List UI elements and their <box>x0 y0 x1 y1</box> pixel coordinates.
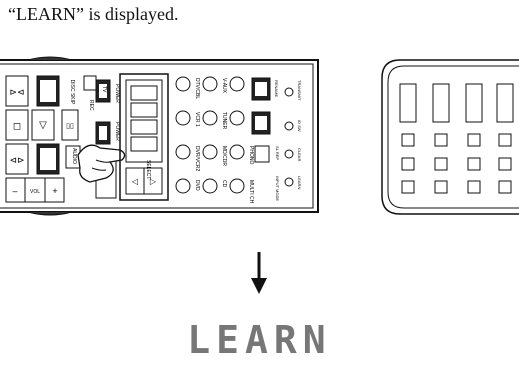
nav-buttons: ⊳⊲ ◻ ⊲⊳ – VOL + ▽ ▯▯ DISC SKIP <box>5 75 79 203</box>
vol-label: VOL <box>30 189 40 195</box>
rec-button[interactable] <box>83 75 97 91</box>
md-cdr-button[interactable] <box>202 144 218 160</box>
display-panel: LEARN <box>0 318 519 362</box>
power-label-top: POWER <box>114 84 120 103</box>
tuner-button[interactable] <box>202 110 218 126</box>
svg-text:◁: ◁ <box>132 177 139 186</box>
clear-label: CLEAR <box>297 148 302 161</box>
cd-label: CD <box>221 180 227 188</box>
volume-rocker[interactable] <box>5 177 65 203</box>
rewind-button[interactable] <box>5 75 29 107</box>
svg-text:◻: ◻ <box>13 121 21 132</box>
power-label: POWER <box>114 122 120 141</box>
svg-text:▽: ▽ <box>39 120 47 131</box>
other-remote-outline <box>381 59 519 215</box>
down-arrow-icon <box>251 252 267 294</box>
caption-text: “LEARN” is displayed. <box>8 4 179 24</box>
remote-outline <box>0 59 319 213</box>
remote-lcd-frame <box>119 73 169 201</box>
id-sw-button[interactable] <box>284 121 294 131</box>
svg-text:⊳⊲: ⊳⊲ <box>9 87 24 97</box>
sl-rep-button[interactable] <box>254 145 270 163</box>
multi-ch-label: MULTI CH <box>248 180 254 204</box>
vol-plus-label: + <box>52 186 57 196</box>
select-label: SELECT <box>145 160 151 179</box>
dtv-cbl-label: DTV/CBL <box>194 78 200 99</box>
transmit-indicator <box>284 87 294 97</box>
down-button[interactable] <box>31 109 55 141</box>
other-remote <box>381 59 519 215</box>
input-mode-label: INPUT MODE <box>275 176 280 201</box>
svg-text:▯▯: ▯▯ <box>66 123 74 130</box>
vol-minus-label: – <box>12 186 17 196</box>
pause-button[interactable] <box>61 109 79 141</box>
tuner-label: TUNER <box>221 112 227 130</box>
svg-text:▷: ▷ <box>150 177 157 186</box>
md-cdr-label: MD/CDR <box>221 146 227 166</box>
phono-button[interactable] <box>229 144 245 160</box>
dvd-button[interactable] <box>175 178 191 194</box>
learn-label: LEARN <box>297 176 302 189</box>
rec-label: REC <box>88 100 94 111</box>
disc-skip-label: DISC SKIP <box>69 80 75 105</box>
clear-button[interactable] <box>284 149 294 159</box>
dvr-vcr2-button[interactable] <box>175 144 191 160</box>
left-button[interactable] <box>5 109 29 141</box>
phono-label: PHONO <box>248 146 254 164</box>
tv-label: TV <box>101 86 107 93</box>
ff-button[interactable] <box>5 143 29 175</box>
pointing-hand <box>77 144 126 183</box>
learn-button[interactable] <box>284 177 294 187</box>
vaux-label: V-AUX <box>221 78 227 94</box>
vcr1-label: VCR 1 <box>194 112 200 127</box>
multi-ch-button[interactable] <box>229 178 245 194</box>
dvr-vcr2-label: DVR/VCR2 <box>194 146 200 172</box>
vcr1-button[interactable] <box>175 110 191 126</box>
sl-rep-label: SL REP <box>275 146 280 160</box>
svg-text:⊲⊳: ⊲⊳ <box>9 155 24 165</box>
display-text: LEARN <box>187 318 332 362</box>
rename-label: RENAME <box>274 80 279 97</box>
cd-button[interactable] <box>202 178 218 194</box>
id-sw-label: ID SW <box>297 120 302 132</box>
dtv-cbl-button[interactable] <box>175 76 191 92</box>
dvd-label: DVD <box>194 180 200 191</box>
vaux-button[interactable] <box>202 76 218 92</box>
input-selector-buttons: DTV/CBL VCR 1 DVR/VCR2 DVD V-AUX TUNER M… <box>175 76 254 204</box>
transmit-label: TRANSMIT <box>297 80 302 101</box>
audio-label: AUDIO <box>71 148 77 164</box>
remote-control: ⊳⊲ ◻ ⊲⊳ – VOL + ▽ ▯▯ DISC SKIP REC AUDIO <box>0 56 319 216</box>
